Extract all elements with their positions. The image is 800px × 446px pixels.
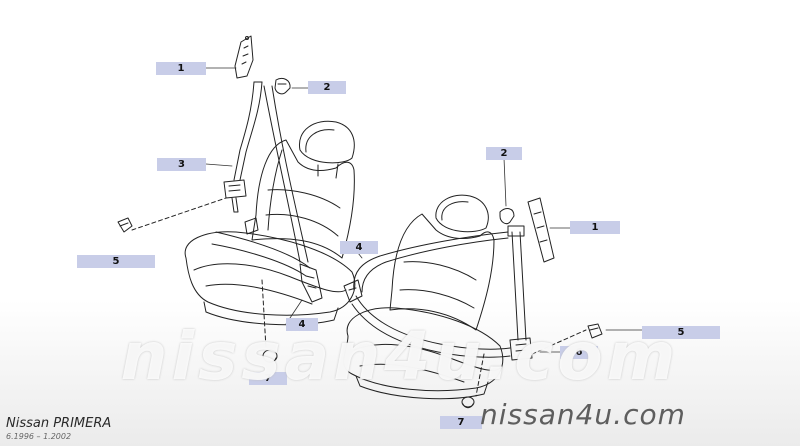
right-seat [343, 194, 504, 400]
right-seat-belt [343, 197, 603, 409]
callout-1-right: 1 [570, 221, 620, 234]
callout-7-left: 7 [249, 372, 287, 385]
watermark: nissan4u.com [120, 318, 680, 395]
callout-4-right: 4 [340, 241, 378, 254]
callout-1-left: 1 [156, 62, 206, 75]
callout-7-right: 7 [440, 416, 482, 429]
callout-5-right: 5 [642, 326, 720, 339]
left-seat-belt [117, 35, 323, 363]
callout-3-left: 3 [157, 158, 206, 171]
callout-6-right: 6 [560, 346, 598, 359]
model-years: 6.1996 – 1.2002 [6, 432, 72, 441]
callout-5-left: 5 [77, 255, 155, 268]
left-seat [184, 120, 356, 326]
leader-lines [205, 67, 643, 353]
brand-logo: nissan4u.com [480, 398, 686, 431]
callout-4-left: 4 [286, 318, 318, 331]
model-name: Nissan PRIMERA [6, 416, 112, 431]
callout-2-left: 2 [308, 81, 346, 94]
callout-2-right: 2 [486, 147, 522, 160]
